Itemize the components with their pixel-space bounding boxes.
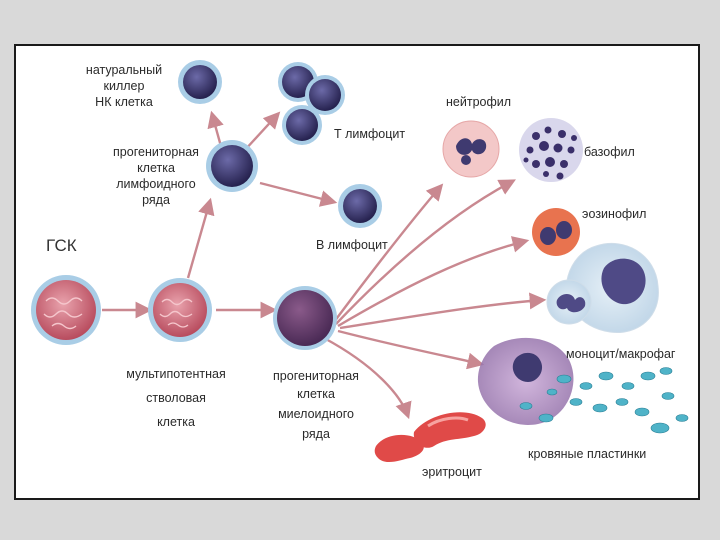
neutrophil-cell — [442, 120, 500, 178]
arrow-myeloid-to-platelets — [337, 329, 485, 370]
label-myeloid-progenitor-4: ряда — [302, 427, 330, 441]
label-lymphoid-progenitor-2: клетка — [137, 161, 175, 175]
labels: ГСК натуральный киллер НК клетка прогени… — [46, 63, 676, 479]
nk-cell — [178, 60, 222, 104]
label-eosinophil: эозинофил — [582, 207, 646, 221]
arrow-myeloid-to-basophil — [335, 179, 516, 325]
myeloid-progenitor-cell — [273, 286, 337, 350]
arrow-myeloid-to-monocyte — [339, 292, 547, 330]
t-lymphocyte-cells — [278, 62, 345, 145]
label-lymphoid-progenitor-3: лимфоидного — [116, 177, 196, 191]
label-multipotent-2: стволовая — [146, 391, 206, 405]
label-neutrophil: нейтрофил — [446, 95, 511, 109]
label-monocyte: моноцит/макрофаг — [566, 347, 676, 361]
label-lymphoid-progenitor-4: ряда — [142, 193, 170, 207]
eosinophil-cell — [532, 208, 580, 256]
arrow-lymphoid-to-b — [259, 181, 338, 207]
hematopoiesis-diagram: ГСК натуральный киллер НК клетка прогени… — [31, 60, 689, 479]
arrow-myeloid-to-erythrocyte — [323, 336, 412, 420]
label-multipotent-3: клетка — [157, 415, 195, 429]
arrows — [102, 110, 547, 420]
label-natural-killer-3: НК клетка — [95, 95, 153, 109]
erythrocyte-cells — [374, 412, 486, 463]
label-multipotent-1: мультипотентная — [126, 367, 225, 381]
gsk-cell — [31, 275, 101, 345]
label-platelets: кровяные пластинки — [528, 447, 646, 461]
label-myeloid-progenitor-2: клетка — [297, 387, 335, 401]
label-b-lymphocyte: В лимфоцит — [316, 238, 388, 252]
arrow-lymphoid-to-t — [243, 111, 281, 152]
label-lymphoid-progenitor-1: прогениторная — [113, 145, 199, 159]
label-myeloid-progenitor-1: прогениторная — [273, 369, 359, 383]
label-natural-killer-2: киллер — [104, 79, 145, 93]
arrow-multipotent-to-lymphoid — [186, 197, 215, 279]
label-erythrocyte: эритроцит — [422, 465, 482, 479]
label-basophil: базофил — [584, 145, 635, 159]
monocyte-macrophage-cells — [546, 242, 659, 333]
lymphoid-progenitor-cell — [206, 140, 258, 192]
label-t-lymphocyte: Т лимфоцит — [334, 127, 405, 141]
slide-frame: ГСК натуральный киллер НК клетка прогени… — [14, 44, 700, 500]
basophil-cell — [519, 118, 583, 182]
label-natural-killer-1: натуральный — [86, 63, 162, 77]
label-myeloid-progenitor-3: миелоидного — [278, 407, 354, 421]
multipotent-stem-cell — [148, 278, 212, 342]
b-lymphocyte-cell — [338, 184, 382, 228]
arrow-myeloid-to-eosinophil — [337, 236, 530, 328]
label-gsk: ГСК — [46, 236, 77, 255]
arrow-myeloid-to-neutrophil — [333, 183, 444, 323]
platelet-cluster — [477, 337, 689, 434]
